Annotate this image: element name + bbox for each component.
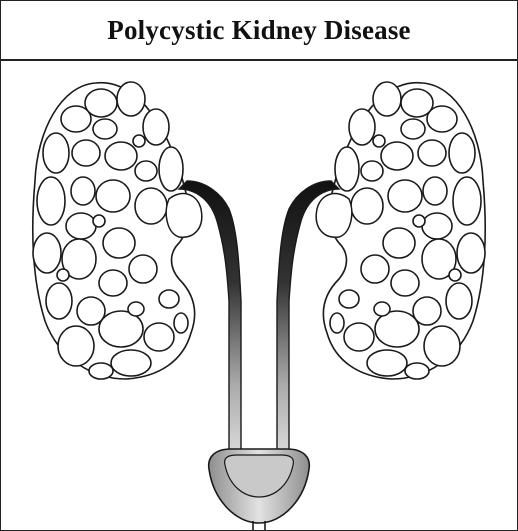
kidney-diagram-svg <box>1 61 517 530</box>
bladder <box>209 449 310 530</box>
figure-title: Polycystic Kidney Disease <box>107 15 410 46</box>
title-bar: Polycystic Kidney Disease <box>1 1 517 61</box>
kidney-illustration <box>1 61 517 530</box>
